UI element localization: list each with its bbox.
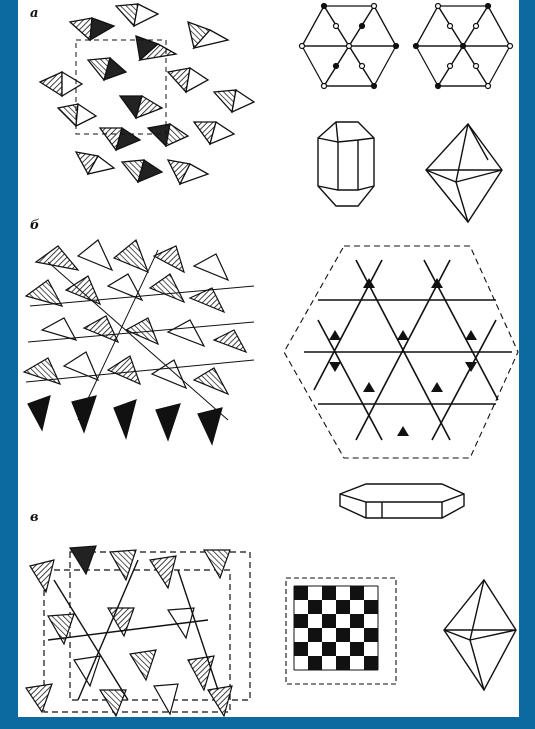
panel-a-net-right xyxy=(414,4,513,89)
panel-v-octahedron xyxy=(444,580,516,690)
panel-v-checkerboard xyxy=(286,578,396,684)
panel-b-tabular-crystal xyxy=(340,484,464,518)
panel-a-framework xyxy=(40,4,254,184)
panel-b-hexagonal-net xyxy=(284,246,518,458)
panel-a-prism-crystal xyxy=(318,122,374,206)
figure-sheet: а б в xyxy=(18,0,519,717)
panel-a-net-left xyxy=(300,4,399,89)
crystal-structures-drawing xyxy=(18,0,519,717)
panel-b-framework xyxy=(24,240,254,444)
panel-a-octahedron xyxy=(426,124,502,222)
panel-v-framework xyxy=(26,546,250,716)
